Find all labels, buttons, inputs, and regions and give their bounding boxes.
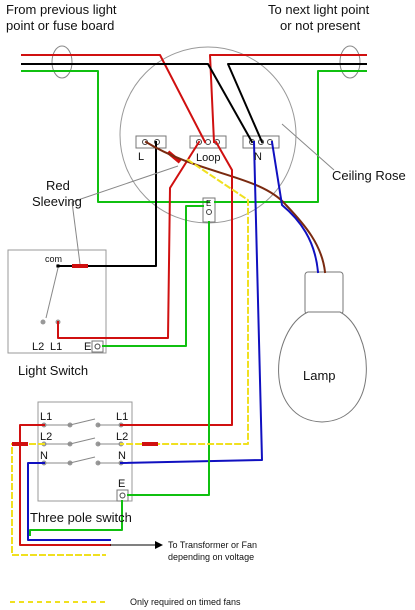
wire-switch-live [57, 140, 201, 339]
terminal-label-tp-e: E [118, 478, 125, 490]
supply-sheath-right [339, 45, 361, 79]
wire-live-in [21, 54, 207, 144]
wire-lamp-brown [144, 140, 327, 274]
wire-switch-earth [102, 205, 204, 347]
leader-red-sleeving-1 [71, 165, 179, 203]
ceiling-rose-outline [119, 46, 297, 224]
transformer-arrow-head [155, 541, 163, 549]
supply-sheath-left [51, 45, 73, 79]
tp-earth-terminal [116, 489, 129, 502]
terminal-label-tp-n-left: N [40, 450, 48, 462]
wire-neutral-in [21, 63, 254, 144]
rose-terminal-l [135, 135, 167, 149]
wire-tp-switched-dashed [120, 158, 249, 445]
terminal-label-rose-loop: Loop [196, 152, 220, 164]
label-light-switch: Light Switch [18, 363, 88, 378]
wire-out-blue [27, 462, 111, 541]
label-red-sleeving-2: Sleeving [32, 194, 82, 209]
switch-earth-terminal [91, 340, 104, 353]
lamp-bulb [278, 271, 367, 423]
wire-lamp-blue [270, 140, 320, 274]
terminal-label-rose-l: L [138, 151, 144, 163]
terminal-label-tp-l2-right: L2 [116, 431, 128, 443]
wire-tp-neutral [119, 140, 263, 465]
wire-earth-out [214, 70, 367, 203]
terminal-label-switch-l2: L2 [32, 341, 44, 353]
wire-live-out [209, 54, 367, 144]
terminal-label-switch-com: com [45, 254, 62, 264]
label-from-previous-1: From previous light [6, 2, 117, 17]
terminal-label-rose-e: E [206, 199, 211, 208]
wire-earth-in [21, 70, 210, 203]
leader-ceiling-rose [281, 123, 335, 171]
terminal-label-tp-l1-right: L1 [116, 411, 128, 423]
label-to-transformer-1: To Transformer or Fan [168, 540, 257, 550]
tp-contacts [41, 418, 124, 466]
label-from-previous-2: point or fuse board [6, 18, 114, 33]
terminal-label-switch-e: E [84, 341, 91, 353]
label-only-required: Only required on timed fans [130, 597, 241, 607]
terminal-label-tp-l2-left: L2 [40, 431, 52, 443]
wire-neutral-out [227, 63, 367, 144]
label-lamp: Lamp [303, 368, 336, 383]
light-switch-box [7, 249, 107, 354]
label-to-next-2: or not present [280, 18, 361, 33]
three-pole-switch-box [37, 401, 133, 502]
label-red-sleeving-1: Red [46, 178, 70, 193]
wire-out-red [19, 424, 111, 546]
terminal-label-switch-l1: L1 [50, 341, 62, 353]
terminal-label-rose-n: N [254, 151, 262, 163]
label-to-next-1: To next light point [268, 2, 370, 17]
wire-tp-live [120, 140, 233, 426]
switch-l2-terminal [40, 319, 46, 325]
label-ceiling-rose: Ceiling Rose [332, 168, 406, 183]
wire-out-green [29, 500, 123, 536]
label-three-pole-switch: Three pole switch [30, 510, 132, 525]
terminal-label-tp-n-right: N [118, 450, 126, 462]
wire-tp-earth [127, 221, 210, 496]
wire-switch-return [57, 141, 157, 267]
wire-out-dashed [11, 443, 106, 556]
label-to-transformer-2: depending on voltage [168, 552, 254, 562]
leader-red-sleeving-2 [71, 201, 81, 265]
terminal-label-tp-l1-left: L1 [40, 411, 52, 423]
